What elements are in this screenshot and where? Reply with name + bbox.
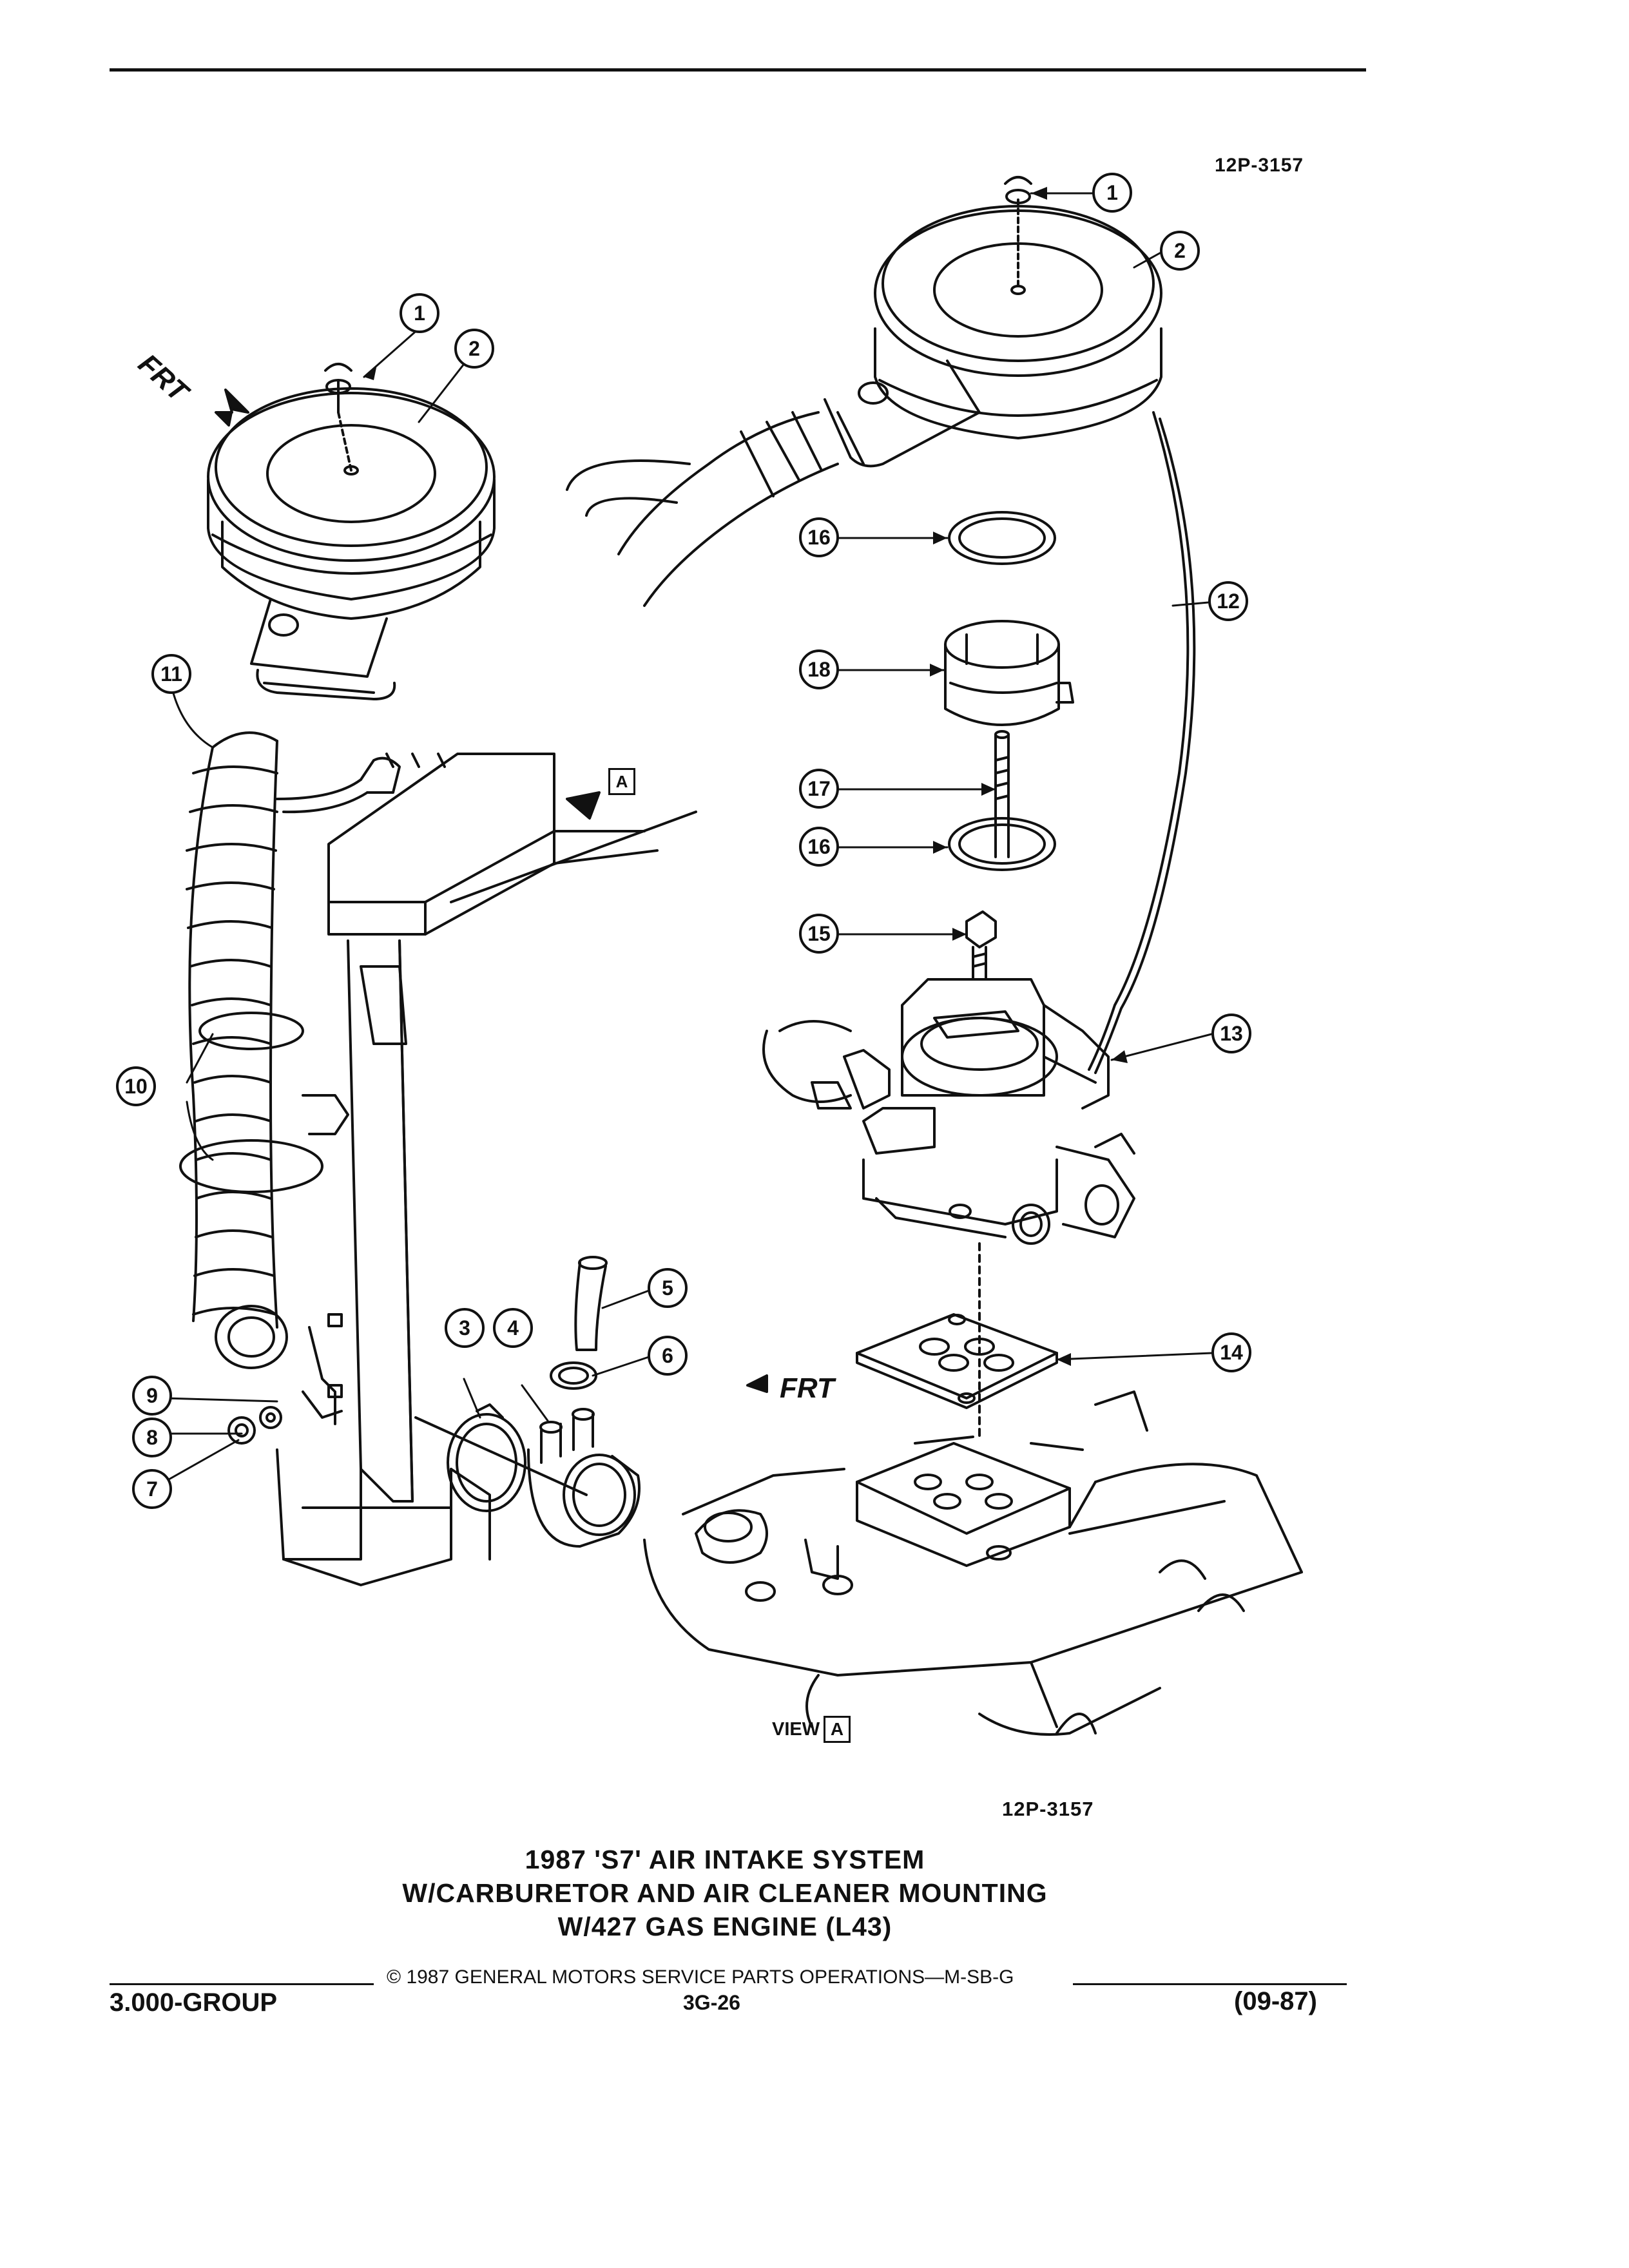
callout-1-left: 1	[400, 293, 439, 333]
spacer-stack	[944, 511, 1074, 981]
caption-line-3: W/427 GAS ENGINE (L43)	[557, 1912, 892, 1941]
leader-lines	[163, 192, 1213, 1483]
view-a-marker: A	[608, 768, 635, 795]
callout-13: 13	[1211, 1014, 1251, 1053]
callout-14: 14	[1211, 1332, 1251, 1372]
callout-4: 4	[493, 1308, 533, 1348]
callout-2-left: 2	[454, 329, 494, 369]
group-number: 3.000-GROUP	[110, 1988, 278, 2017]
front-arrows	[215, 389, 768, 1393]
copyright-notice: © 1987 GENERAL MOTORS SERVICE PARTS OPER…	[387, 1966, 1014, 1988]
leader-arrowheads	[364, 187, 1128, 1366]
footer-rule-left	[110, 1983, 374, 1985]
header-rule	[110, 68, 1366, 72]
diagram-caption: 1987 'S7' AIR INTAKE SYSTEM W/CARBURETOR…	[258, 1843, 1192, 1943]
callout-17: 17	[799, 769, 839, 809]
radiator-support	[276, 753, 697, 1586]
callout-8: 8	[132, 1418, 172, 1457]
callout-6: 6	[648, 1336, 688, 1376]
view-box-label: A	[824, 1716, 851, 1743]
caption-line-2: W/CARBURETOR AND AIR CLEANER MOUNTING	[402, 1878, 1048, 1908]
callout-16-lower: 16	[799, 827, 839, 867]
callout-18: 18	[799, 649, 839, 689]
figure-code-bottom: 12P-3157	[1002, 1798, 1094, 1820]
lower-parts	[227, 1256, 641, 1548]
caption-line-1: 1987 'S7' AIR INTAKE SYSTEM	[525, 1845, 925, 1874]
callout-12: 12	[1208, 581, 1248, 621]
callout-7: 7	[132, 1469, 172, 1509]
revision-date: (09-87)	[1234, 1987, 1317, 2015]
view-label: VIEW	[772, 1719, 820, 1740]
callout-11: 11	[151, 654, 191, 694]
figure-code-top: 12P-3157	[1215, 155, 1304, 176]
front-direction-label-right: FRT	[780, 1372, 834, 1404]
right-air-cleaner	[566, 176, 1196, 1074]
callout-15: 15	[799, 914, 839, 954]
callout-10: 10	[116, 1066, 156, 1106]
callout-1-right: 1	[1092, 173, 1132, 213]
callout-2-right: 2	[1160, 231, 1200, 271]
left-intake-hose	[179, 731, 401, 1369]
carburetor	[762, 978, 1135, 1245]
footer-rule-right	[1073, 1983, 1347, 1985]
page-number: 3G-26	[683, 1991, 740, 2014]
callout-5: 5	[648, 1268, 688, 1308]
gasket-and-manifold	[643, 1242, 1303, 1736]
callout-16-upper: 16	[799, 517, 839, 557]
callout-9: 9	[132, 1376, 172, 1416]
left-air-cleaner	[207, 363, 496, 700]
callout-3: 3	[445, 1308, 485, 1348]
